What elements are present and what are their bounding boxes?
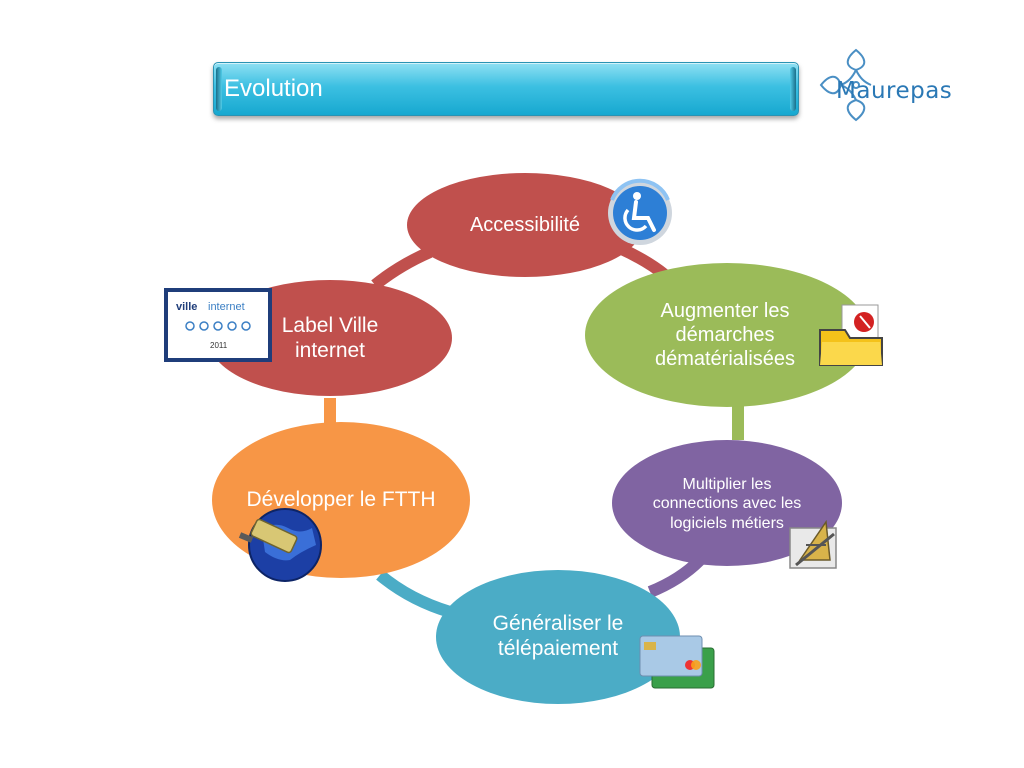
drafting-tools-icon — [789, 519, 837, 569]
globe-network-icon — [238, 508, 322, 582]
node-label-ftth: Développer le FTTH — [246, 488, 436, 512]
title-bar: Evolution — [213, 62, 799, 116]
node-logiciels — [612, 440, 842, 566]
arc-logiciels-telepaiement — [647, 555, 705, 598]
node-label-ville: Label Ville internet — [281, 313, 379, 362]
badge-brand2: internet — [208, 301, 245, 313]
arc-label-accessibilite — [371, 246, 433, 290]
maurepas-logo-icon — [819, 48, 872, 122]
badge-year: 2011 — [210, 341, 228, 350]
wheelchair-icon — [608, 178, 672, 245]
node-demarches — [585, 263, 869, 407]
node-telepaiement — [436, 570, 680, 704]
ville-internet-badge: ville internet 2011 — [164, 288, 272, 362]
credit-card-icon — [639, 635, 715, 689]
node-label-demarches: Augmenter les démarches dématérialisées — [654, 300, 796, 370]
logo-text: Maurepas — [836, 78, 953, 104]
folder-icon — [819, 304, 883, 366]
page-title: Evolution — [224, 75, 323, 102]
node-label-telepaiement: Généraliser le télépaiement — [492, 611, 624, 660]
node-label-logiciels: Multiplier les connections avec les logi… — [652, 476, 802, 532]
arc-telepaiement-ftth — [376, 570, 452, 618]
node-label-accessibilite: Accessibilité — [469, 214, 581, 236]
badge-brand: ville — [176, 301, 197, 313]
node-accessibilite — [407, 173, 643, 277]
